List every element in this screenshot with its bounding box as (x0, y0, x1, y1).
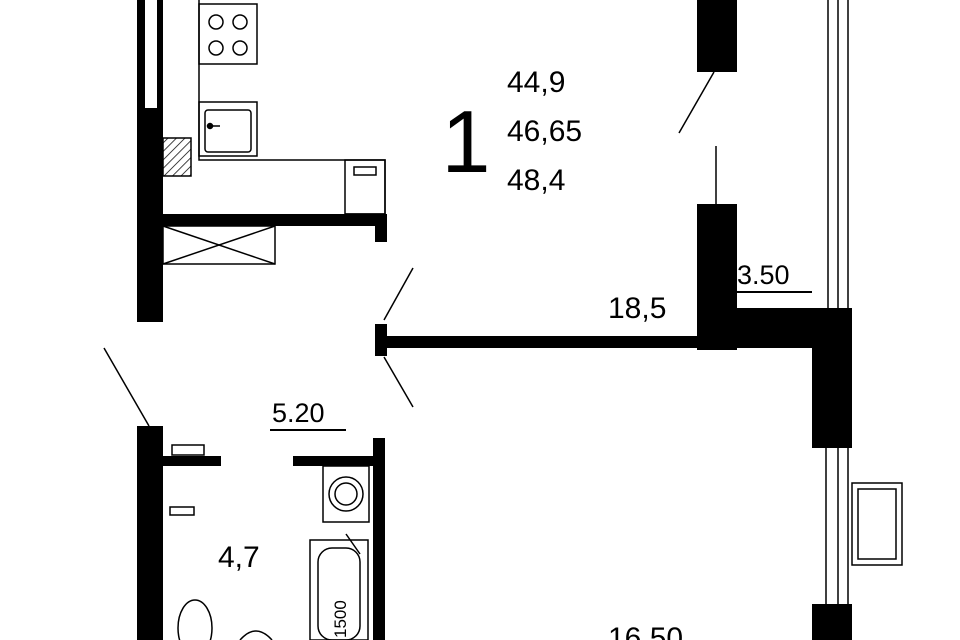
hall-area-label: 5.20 (272, 398, 325, 428)
wall-left-upper-window (145, 0, 157, 108)
kitchen-fixtures (162, 0, 386, 265)
wall-kitchen-hall (163, 214, 385, 226)
bathtub-length-label: 1500 (331, 600, 350, 638)
wall-right (812, 308, 852, 448)
toilet (177, 599, 213, 640)
kitchen-area-label: 18,5 (608, 292, 666, 325)
wall-door-jamb (375, 324, 387, 356)
door-balcony-upper (678, 71, 715, 134)
door-kitchen (383, 267, 414, 321)
total-area-value: 46,65 (507, 115, 582, 148)
vent-shaft (162, 137, 192, 177)
wall-kitchen-hall-stub (375, 214, 387, 242)
wardrobe (162, 225, 276, 265)
balcony-area-label: 3.50 (737, 260, 790, 290)
washing-machine (322, 465, 370, 523)
balcony (825, 0, 903, 604)
total-area-with-balcony-value: 48,4 (507, 164, 565, 197)
walls (137, 0, 852, 640)
door-living (383, 356, 414, 408)
living-area-value: 44,9 (507, 66, 565, 99)
sink (198, 101, 258, 157)
rooms-count-label: 1 (442, 92, 491, 191)
stove (198, 3, 258, 65)
wall-bath-top-right (293, 456, 373, 466)
ac-unit (851, 482, 903, 566)
wall-pillar-upper (697, 0, 737, 72)
towel-rail (169, 506, 195, 516)
wall-left-lower (137, 426, 163, 640)
doors (103, 71, 717, 427)
living-room-area-label: 16.50 (608, 622, 683, 640)
fridge (344, 159, 386, 215)
bathroom-fixtures (169, 444, 370, 640)
wall-bath-top-left (163, 456, 221, 466)
wall-bath-right (373, 438, 385, 640)
wall-right-bottom (812, 604, 852, 640)
door-entrance (103, 347, 150, 427)
bathroom-area-label: 4,7 (218, 541, 260, 574)
bath-shelf (171, 444, 205, 456)
bathtub (309, 539, 369, 640)
